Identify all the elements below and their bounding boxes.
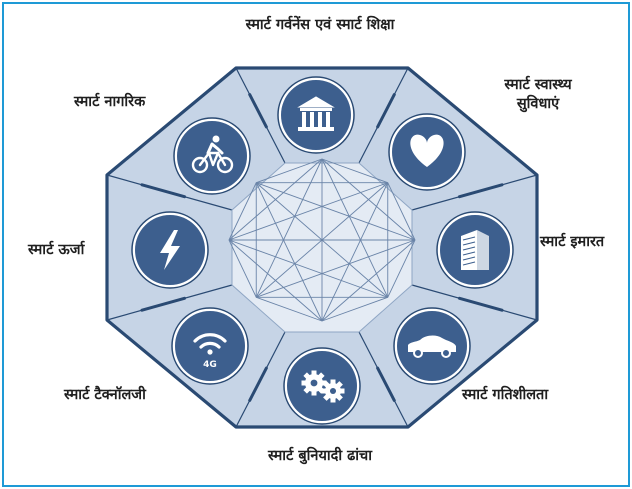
label-smart-energy: स्मार्ट ऊर्जा xyxy=(28,242,85,258)
network-link xyxy=(256,182,416,241)
bank-icon xyxy=(277,76,355,154)
label-smart-mobility: स्मार्ट गतिशीलता xyxy=(462,387,549,403)
network-link xyxy=(256,296,323,322)
network-link xyxy=(228,239,323,322)
network-link xyxy=(255,182,323,322)
label-smart-buildings: स्मार्ट इमारत xyxy=(540,234,605,250)
label-smart-health: स्मार्ट स्वास्थ्य सुविधाएं xyxy=(478,76,598,114)
lightning-icon-glyph xyxy=(160,230,180,270)
gears-icon-glyph xyxy=(301,370,345,403)
label-smart-health-line1: स्मार्ट स्वास्थ्य xyxy=(504,77,572,93)
network-link xyxy=(256,158,323,184)
bicycle-icon xyxy=(173,117,251,195)
label-smart-technology: स्मार्ट टैक्नॉलजी xyxy=(64,387,146,403)
icon-circles: 4G xyxy=(131,76,514,425)
panel-accent xyxy=(376,366,396,402)
panel-accent xyxy=(140,296,186,312)
network-link xyxy=(255,158,323,298)
network-link xyxy=(387,182,416,241)
gears-icon xyxy=(283,347,361,425)
network-link xyxy=(228,182,257,241)
wifi-icon-glyph: 4G xyxy=(193,333,227,370)
network-link xyxy=(321,182,389,322)
panel-accent xyxy=(376,93,396,129)
panel-accent xyxy=(140,183,186,199)
building-icon-glyph xyxy=(461,230,489,270)
panel-accent xyxy=(458,183,504,199)
panel-accent xyxy=(458,296,504,312)
network-link xyxy=(228,239,257,298)
lightning-icon xyxy=(131,211,209,289)
network-link xyxy=(387,239,416,298)
label-smart-governance-education: स्मार्ट गर्वनेंस एवं स्मार्ट शिक्षा xyxy=(245,17,395,33)
heart-icon xyxy=(388,113,466,191)
car-icon-glyph xyxy=(408,335,456,358)
building-icon xyxy=(436,211,514,289)
panel-accent xyxy=(248,366,268,402)
label-smart-citizen: स्मार्ट नागरिक xyxy=(74,94,146,110)
bicycle-icon-glyph xyxy=(191,135,234,174)
network-link xyxy=(256,239,416,298)
label-smart-health-line2: सुविधाएं xyxy=(516,96,560,112)
icon-circle xyxy=(175,311,245,381)
car-icon xyxy=(393,307,471,385)
center-network xyxy=(228,158,416,333)
network-link xyxy=(321,158,389,298)
network-link xyxy=(228,182,388,241)
wifi-4g-label: 4G xyxy=(203,360,217,370)
label-smart-infrastructure: स्मार्ट बुनियादी ढांचा xyxy=(267,448,373,464)
wifi-icon: 4G xyxy=(171,307,249,385)
heart-icon-glyph xyxy=(410,134,444,167)
network-link xyxy=(228,239,388,298)
panel-accent xyxy=(248,93,268,129)
icon-circle xyxy=(177,121,247,191)
bank-icon-glyph xyxy=(297,96,335,131)
network-link xyxy=(321,158,388,184)
network-link xyxy=(255,182,389,298)
network-link xyxy=(321,296,388,322)
icon-circle xyxy=(281,80,351,150)
